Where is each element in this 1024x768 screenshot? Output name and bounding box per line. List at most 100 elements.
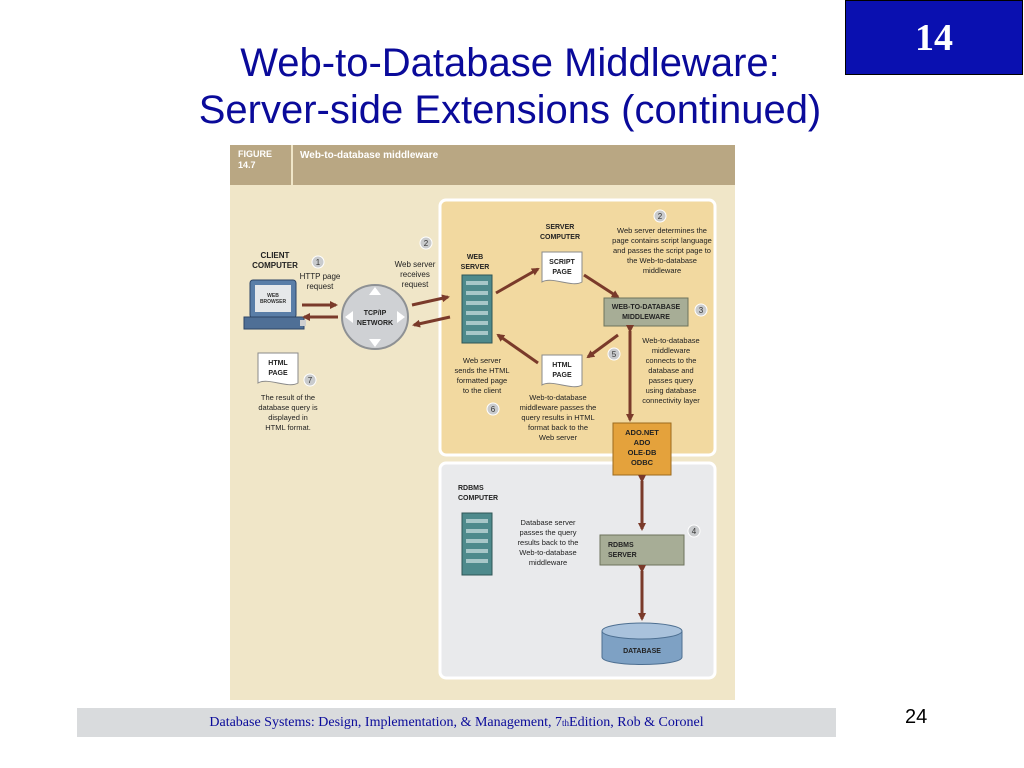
footer-text: Database Systems: Design, Implementation… [209,714,563,730]
rdbms-server-icon [461,512,493,576]
step-2a-badge [419,236,433,250]
step-4-line-3: results back to the [518,538,579,547]
step-3-number: 3 [699,306,704,315]
html-page-server-label-1: HTML [552,362,572,369]
step-2b-line-4: the Web-to-database [627,256,697,265]
arrow-html-to-webserver [496,333,539,365]
step-6-number: 6 [491,405,496,414]
step-6-line-4: to the client [463,386,502,395]
tcpip-network-icon [341,284,409,350]
step-2a-line-3: request [402,280,429,289]
step-6-line-2: sends the HTML [454,366,509,375]
step-2b-line-1: Web server determines the [617,226,707,235]
step-7-line-4: HTML format. [265,423,311,432]
web-server-label-1: WEB [467,254,483,261]
step-7-line-3: displayed in [268,413,308,422]
tcpip-label-1: TCP/IP [364,310,387,317]
step-4-badge [687,524,701,538]
step-5-line-2: middleware passes the [520,403,597,412]
arrow-script-to-middleware [583,273,620,299]
step-7-badge [303,373,317,387]
arrow-webserver-to-network [412,315,451,328]
tcpip-label-2: NETWORK [357,320,393,327]
figure-web-to-database-middleware: WEB BROWSER CLIENT COMPUTER 1 HTTP page … [230,145,735,700]
footer-superscript: th [562,717,570,728]
slide-title: Web-to-Database Middleware: Server-side … [100,40,920,134]
client-computer-label-2: COMPUTER [252,261,298,270]
web-browser-label-2: BROWSER [260,299,287,305]
arrow-middleware-to-html [586,333,619,359]
html-page-server-label-2: PAGE [552,372,572,379]
step-3-line-4: database and [648,366,693,375]
adonet-label-4: ODBC [631,458,654,467]
step-1-badge [311,255,325,269]
step-4-line-5: middleware [529,558,567,567]
web-server-label-2: SERVER [461,264,490,271]
middleware-box [603,297,689,327]
step-6-badge [486,402,500,416]
step-2b-badge [653,209,667,223]
step-7-number: 7 [308,376,313,385]
adonet-box [612,422,672,476]
figure-caption: Web-to-database middleware [300,150,439,161]
step-1-line-1: HTTP page [300,272,341,281]
step-2b-line-3: and passes the script page to [613,246,711,255]
client-computer-label-1: CLIENT [261,251,290,260]
step-3-line-2: middleware [652,346,690,355]
script-page-label-1: SCRIPT [549,259,575,266]
figure-label: FIGURE 14.7 [238,149,293,171]
step-1-line-2: request [307,282,334,291]
rdbms-server-label-2: SERVER [608,552,637,559]
step-2b-line-5: middleware [643,266,681,275]
figure-label-line2: 14.7 [238,160,256,170]
footer-bar: Database Systems: Design, Implementation… [77,708,836,737]
step-2a-number: 2 [424,239,429,248]
slide-title-line1: Web-to-Database Middleware: [240,41,780,85]
step-5-line-5: Web server [539,433,578,442]
database-icon [601,622,683,665]
slide-title-line2: Server-side Extensions (continued) [198,88,822,132]
middleware-label-1: WEB-TO-DATABASE [612,304,681,311]
step-3-line-1: Web-to-database [642,336,699,345]
step-2a-line-2: receives [400,270,430,279]
adonet-label-3: OLE-DB [628,448,657,457]
rdbms-server-label-1: RDBMS [608,542,634,549]
rdbms-computer-label-2: COMPUTER [458,495,498,502]
step-4-line-4: Web-to-database [519,548,576,557]
step-1-number: 1 [316,258,321,267]
html-page-client-label-1: HTML [268,360,288,367]
step-3-line-3: connects to the [646,356,697,365]
step-2b-number: 2 [658,212,663,221]
script-page-icon [541,251,583,285]
client-computer-icon [243,279,306,330]
footer-text-rest: Edition, Rob & Coronel [569,714,704,730]
rdbms-server-box [599,534,685,566]
arrow-webserver-to-script [495,267,540,295]
step-2b-line-2: page contains script language [612,236,712,245]
figure-label-line1: FIGURE [238,149,273,159]
diagram-canvas: WEB BROWSER CLIENT COMPUTER 1 HTTP page … [230,145,735,700]
server-computer-label-2: COMPUTER [540,234,580,241]
step-5-number: 5 [612,350,617,359]
html-page-client-label-2: PAGE [268,370,288,377]
adonet-label-1: ADO.NET [625,428,659,437]
server-computer-area [438,198,717,457]
step-3-line-6: using database [646,386,697,395]
step-3-badge [694,303,708,317]
figure-header-bar [230,145,735,185]
web-server-icon [461,274,493,344]
step-7-line-2: database query is [258,403,317,412]
step-2a-line-1: Web server [395,260,436,269]
chapter-badge: 14 [845,0,1023,75]
web-browser-label-1: WEB [267,293,279,299]
step-6-line-1: Web server [463,356,502,365]
arrow-network-to-webserver [411,294,450,307]
step-5-line-4: format back to the [528,423,588,432]
step-5-line-1: Web-to-database [529,393,586,402]
step-4-line-2: passes the query [519,528,576,537]
step-4-number: 4 [692,527,697,536]
adonet-label-2: ADO [634,438,651,447]
step-3-line-7: connectivity layer [642,396,700,405]
step-3-line-5: passes query [649,376,694,385]
rdbms-computer-label-1: RDBMS [458,485,484,492]
